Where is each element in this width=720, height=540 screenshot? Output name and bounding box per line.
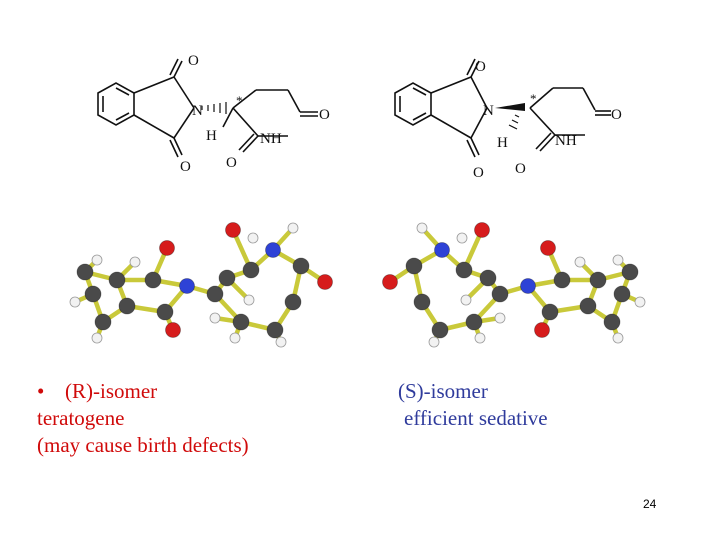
hydrogen-atom <box>634 296 646 308</box>
carbon-atom <box>84 285 102 303</box>
nitrogen-atom <box>265 242 281 258</box>
hydrogen-atom <box>474 332 486 344</box>
nh-label: NH <box>260 131 282 147</box>
nitrogen-atom <box>179 278 195 294</box>
oxygen-label: O <box>180 159 191 175</box>
r-isomer-effect: teratogene <box>37 406 125 430</box>
hydrogen-atom <box>456 232 468 244</box>
hydrogen-label: H <box>206 128 217 144</box>
oxygen-label: O <box>226 155 237 171</box>
carbon-atom <box>266 321 284 339</box>
hydrogen-atom <box>209 312 221 324</box>
s-isomer-effect: efficient sedative <box>404 406 548 430</box>
hydrogen-atom <box>243 294 255 306</box>
nh-label: NH <box>555 133 577 149</box>
carbon-atom <box>144 271 162 289</box>
carbon-atom <box>613 285 631 303</box>
carbon-atom <box>108 271 126 289</box>
s-isomer-3d-model <box>370 210 670 360</box>
carbon-atom <box>479 269 497 287</box>
hydrogen-atom <box>247 232 259 244</box>
nitrogen-atom <box>520 278 536 294</box>
r-isomer-title: (R)-isomer <box>65 379 158 403</box>
oxygen-label: O <box>319 107 330 123</box>
hydrogen-label: H <box>497 135 508 151</box>
hydrogen-atom <box>612 332 624 344</box>
r-isomer-3d-model <box>55 210 355 360</box>
hydrogen-atom <box>91 332 103 344</box>
oxygen-label: O <box>475 59 486 75</box>
carbon-atom <box>206 285 224 303</box>
carbon-atom <box>405 257 423 275</box>
hydrogen-atom <box>612 254 624 266</box>
nitrogen-label: N <box>192 103 203 119</box>
hydrogen-atom <box>416 222 428 234</box>
oxygen-atom <box>540 240 556 256</box>
oxygen-atom <box>534 322 550 338</box>
carbon-atom <box>284 293 302 311</box>
oxygen-atom <box>474 222 490 238</box>
carbon-atom <box>242 261 260 279</box>
hydrogen-atom <box>428 336 440 348</box>
nitrogen-label: N <box>483 103 494 119</box>
oxygen-atom <box>159 240 175 256</box>
carbon-atom <box>589 271 607 289</box>
carbon-atom <box>579 297 597 315</box>
carbon-atom <box>491 285 509 303</box>
carbon-atom <box>603 313 621 331</box>
stereocenter-mark: * <box>236 93 243 108</box>
s-isomer-structure: O O N * H O NH O <box>385 55 630 195</box>
r-isomer-note: (may cause birth defects) <box>37 433 249 457</box>
carbon-atom <box>621 263 639 281</box>
hydrogen-atom <box>275 336 287 348</box>
oxygen-atom <box>317 274 333 290</box>
hydrogen-atom <box>287 222 299 234</box>
page-number: 24 <box>643 497 657 511</box>
carbon-atom <box>156 303 174 321</box>
carbon-atom <box>118 297 136 315</box>
carbon-atom <box>292 257 310 275</box>
carbon-atom <box>431 321 449 339</box>
s-isomer-title: (S)-isomer <box>398 379 488 403</box>
s-isomer-caption: (S)-isomer efficient sedative <box>398 378 548 432</box>
carbon-atom <box>413 293 431 311</box>
r-isomer-caption: • (R)-isomer teratogene (may cause birth … <box>37 378 249 459</box>
carbon-atom <box>455 261 473 279</box>
hydrogen-atom <box>69 296 81 308</box>
carbon-atom <box>218 269 236 287</box>
hydrogen-atom <box>574 256 586 268</box>
stereocenter-mark: * <box>530 91 537 106</box>
carbon-atom <box>76 263 94 281</box>
oxygen-label: O <box>515 161 526 177</box>
hydrogen-atom <box>129 256 141 268</box>
carbon-atom <box>94 313 112 331</box>
oxygen-atom <box>382 274 398 290</box>
oxygen-label: O <box>188 53 199 69</box>
hydrogen-atom <box>494 312 506 324</box>
carbon-atom <box>232 313 250 331</box>
carbon-atom <box>553 271 571 289</box>
carbon-atom <box>465 313 483 331</box>
hydrogen-atom <box>460 294 472 306</box>
hydrogen-atom <box>91 254 103 266</box>
oxygen-atom <box>225 222 241 238</box>
r-isomer-structure: O O N * H O NH O <box>88 45 333 185</box>
oxygen-atom <box>165 322 181 338</box>
oxygen-label: O <box>473 165 484 181</box>
oxygen-label: O <box>611 107 622 123</box>
nitrogen-atom <box>434 242 450 258</box>
carbon-atom <box>541 303 559 321</box>
hydrogen-atom <box>229 332 241 344</box>
bullet: • <box>37 379 45 403</box>
